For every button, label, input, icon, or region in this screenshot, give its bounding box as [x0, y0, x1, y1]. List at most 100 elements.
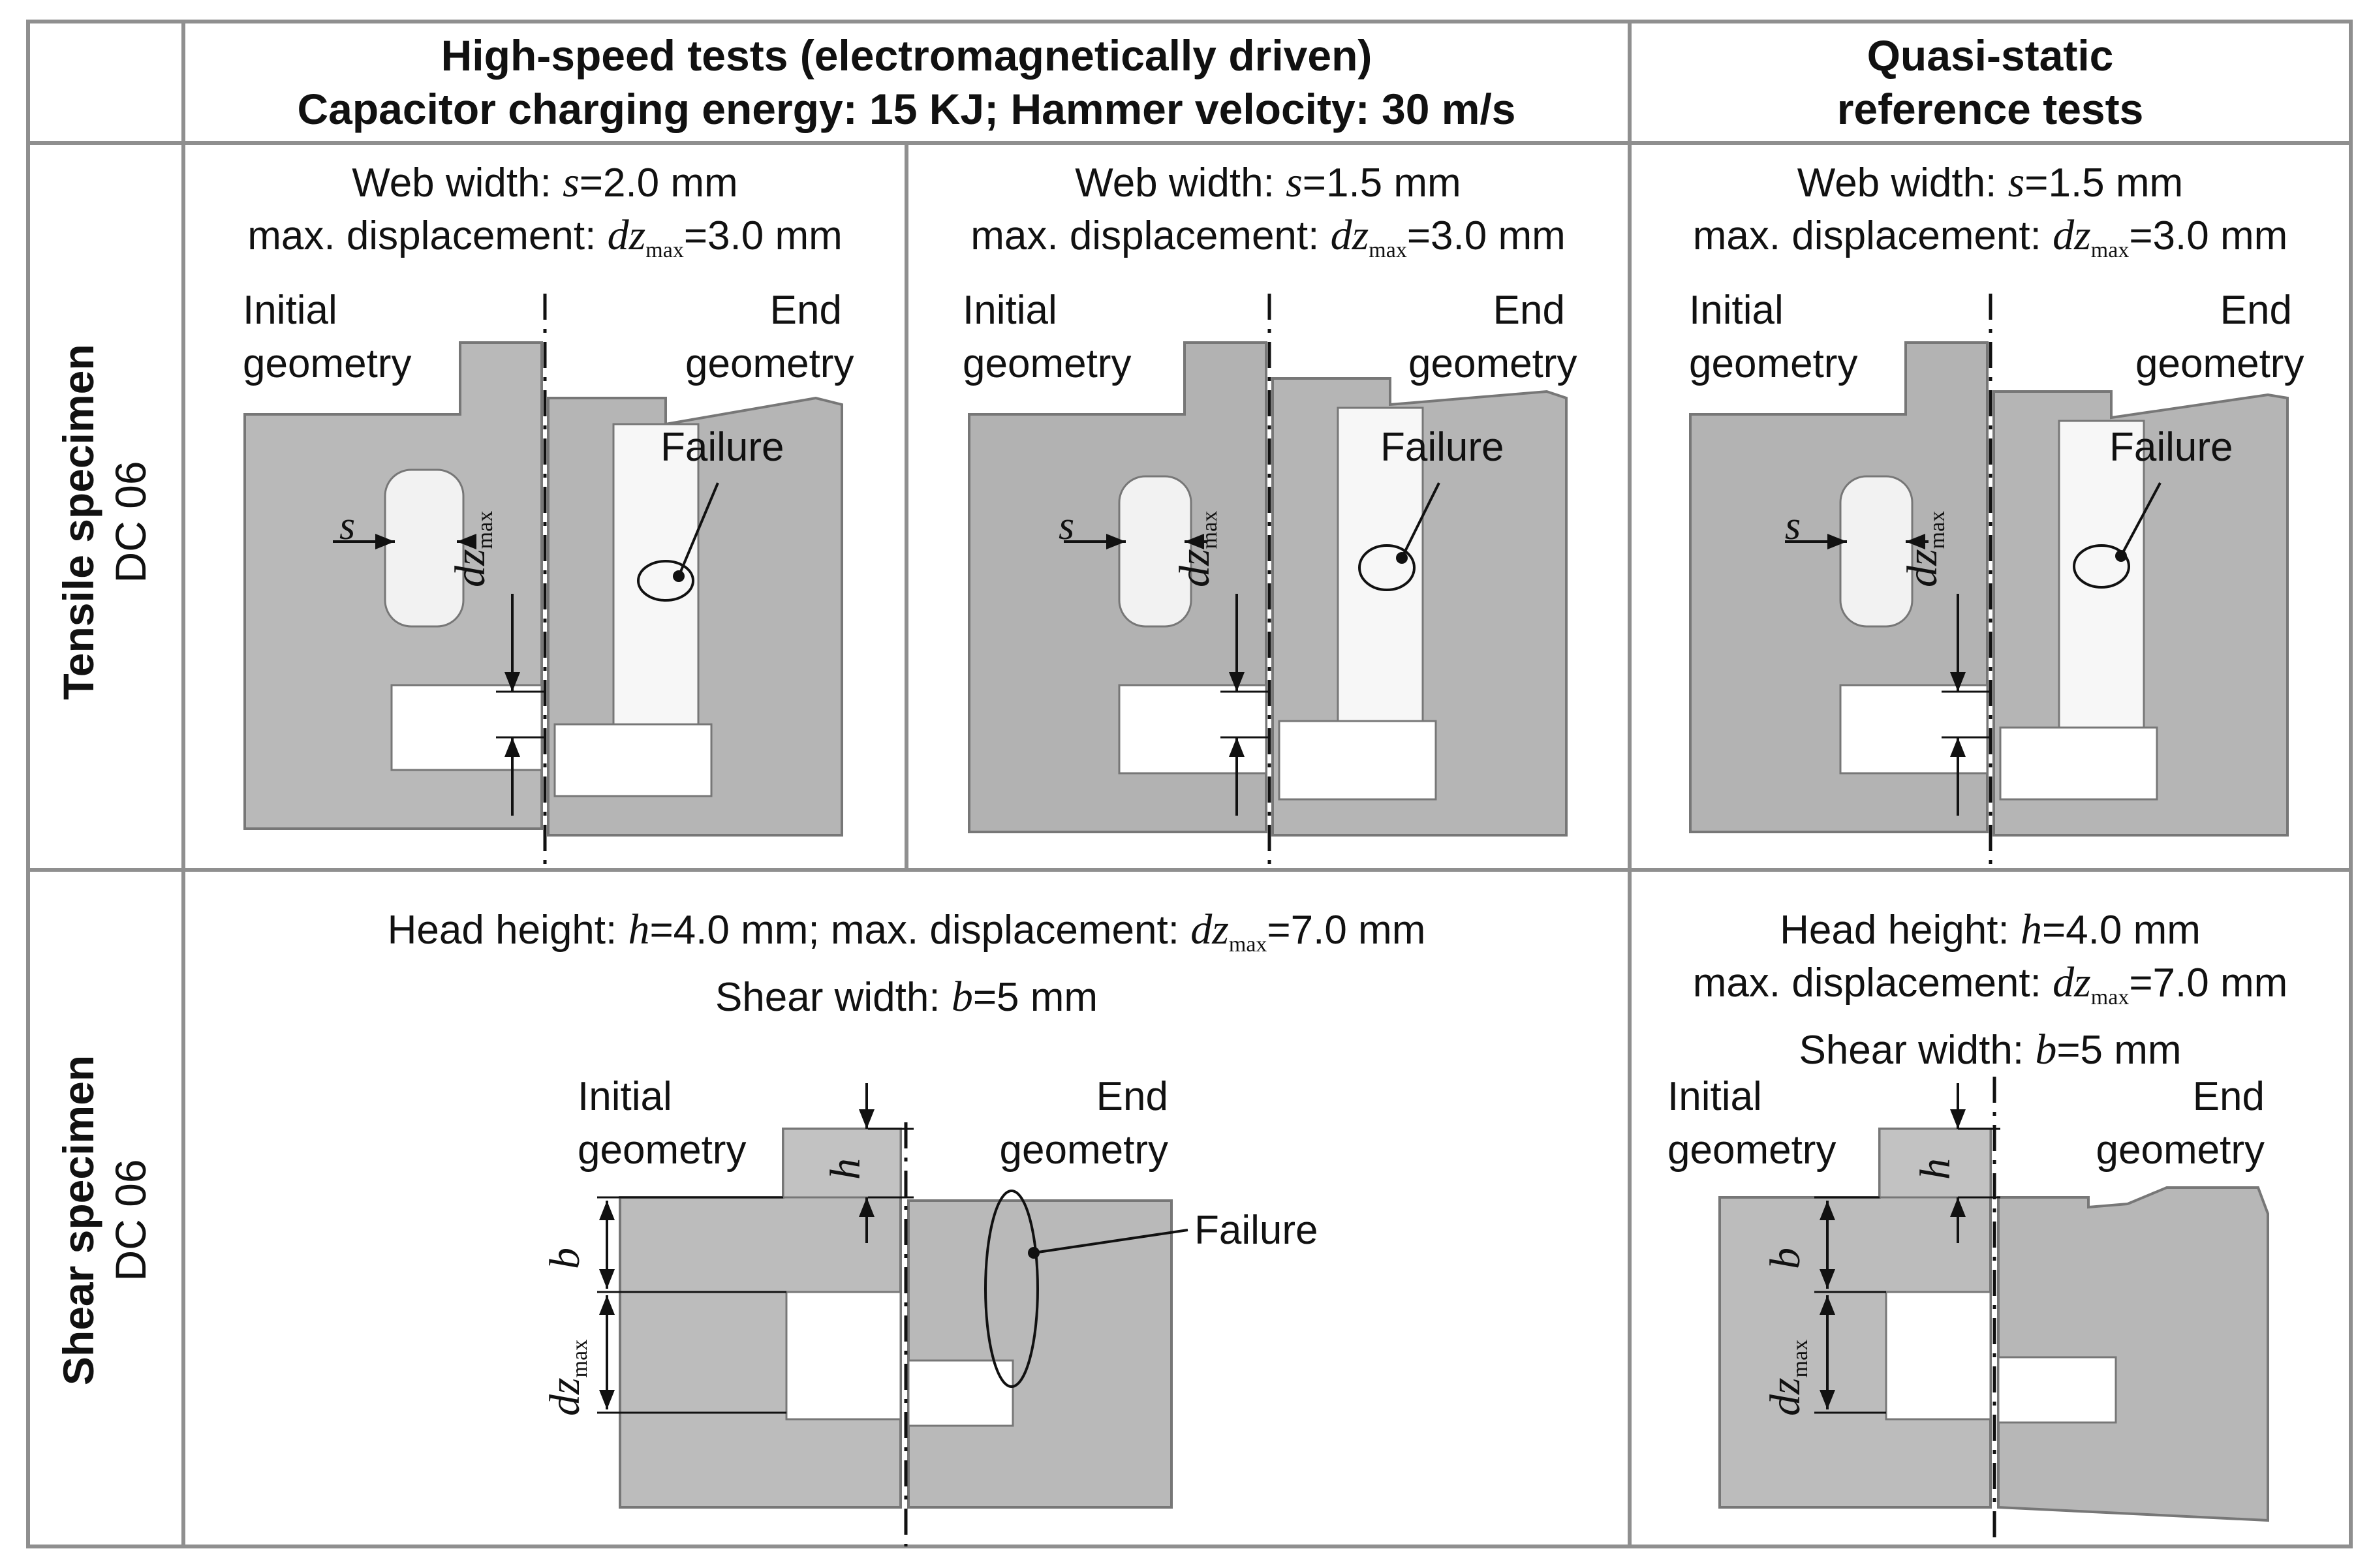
shear-quasi-l2-sub: max [2090, 985, 2130, 1009]
header-high-speed-line2: Capacitor charging energy: 15 KJ; Hammer… [297, 85, 1516, 133]
tensile-p3-initial-l2: geometry [1689, 341, 1858, 386]
tensile-p3-web-line: Web width: s=1.5 mm [1632, 157, 2349, 209]
tensile-p1-specimen [243, 294, 843, 868]
shear-high-end-l1: End [1096, 1074, 1168, 1119]
shear-high-initial-label: Initial geometry [578, 1070, 746, 1177]
shear-high-end-label: End geometry [972, 1070, 1168, 1177]
shear-high-l1-sub: max [1228, 932, 1267, 957]
header-high-speed-line1: High-speed tests (electromagnetically dr… [441, 31, 1372, 80]
row-label-shear-line2: DC 06 [106, 1159, 155, 1282]
tensile-p1-disp-symbol: dz [607, 211, 646, 259]
shear-quasi-dim-dz-sub: max [1788, 1339, 1812, 1378]
tensile-p2-dim-s: s [1059, 504, 1075, 548]
tensile-p2-caption: Web width: s=1.5 mm max. displacement: d… [908, 157, 1628, 277]
tensile-p3-dim-s: s [1785, 504, 1801, 548]
tensile-p1-dim-s: s [339, 504, 356, 548]
row-label-shear-line1: Shear specimen [54, 1054, 102, 1386]
shear-high-l1-sym2: dz [1190, 906, 1229, 953]
tensile-p3-dim-dz: dzmax [1896, 511, 1964, 587]
row-label-tensile-line2: DC 06 [106, 461, 155, 583]
tensile-p1-dim-dz-text: dz [446, 549, 494, 587]
tensile-p3-caption: Web width: s=1.5 mm max. displacement: d… [1632, 157, 2349, 277]
tensile-p2-dim-dz-text: dz [1171, 549, 1218, 587]
tensile-p3-web-prefix: Web width: [1797, 161, 2008, 206]
tensile-p2-end-label: End geometry [1408, 284, 1577, 391]
shear-high-initial-l1: Initial [578, 1074, 672, 1119]
tensile-p1-end-l1: End [769, 288, 842, 333]
tensile-p2-initial-label: Initial geometry [963, 284, 1131, 391]
header-quasi-line2: reference tests [1836, 85, 2144, 133]
tensile-p1-failure-label: Failure [660, 425, 784, 470]
tensile-p1-end-l2: geometry [685, 341, 854, 386]
shear-quasi-dim-dz: dzmax [1759, 1340, 1827, 1416]
shear-high-line2: Shear width: b=5 mm [185, 971, 1628, 1024]
grid-outer-left [26, 20, 30, 1548]
shear-high-caption: Head height: h=4.0 mm; max. displacement… [185, 904, 1628, 1024]
shear-quasi-l2-sym: dz [2053, 959, 2091, 1006]
shear-quasi-line3: Shear width: b=5 mm [1632, 1024, 2349, 1077]
tensile-p1-disp-value: =3.0 mm [683, 213, 843, 258]
grid-col-quasi [1628, 20, 1632, 1548]
tensile-p1-dim-dz-sub: max [473, 510, 497, 549]
row-label-shear: Shear specimen DC 06 [52, 966, 157, 1475]
shear-quasi-l1-sym: h [2020, 906, 2042, 953]
tensile-p2-disp-value: =3.0 mm [1406, 213, 1566, 258]
shear-quasi-specimen [1718, 1077, 2269, 1546]
shear-high-dim-dz: dzmax [538, 1340, 607, 1416]
tensile-p1-web-symbol: s [563, 159, 580, 206]
shear-high-l2-val: =5 mm [972, 975, 1098, 1020]
shear-high-dim-dz-text: dz [541, 1377, 589, 1416]
shear-quasi-end-l2: geometry [2096, 1128, 2265, 1173]
shear-high-initial-l2: geometry [578, 1128, 747, 1173]
shear-high-dim-h: h [819, 1158, 873, 1180]
grid-header-bottom [26, 141, 2353, 145]
tensile-p2-disp-sub: max [1369, 238, 1407, 262]
shear-quasi-l2-prefix: max. displacement: [1692, 961, 2053, 1006]
tensile-p3-dim-dz-sub: max [1925, 510, 1949, 549]
tensile-p1-initial-l1: Initial [243, 288, 337, 333]
tensile-p2-initial-l2: geometry [963, 341, 1132, 386]
shear-quasi-caption: Head height: h=4.0 mm max. displacement:… [1632, 904, 2349, 1077]
tensile-p2-disp-line: max. displacement: dzmax=3.0 mm [908, 209, 1628, 277]
tensile-p1-end-label: End geometry [685, 284, 854, 391]
tensile-p3-dim-dz-text: dz [1898, 549, 1946, 587]
shear-quasi-end-l1: End [2192, 1074, 2265, 1119]
tensile-p3-web-value: =1.5 mm [2024, 161, 2184, 206]
shear-high-l1-prefix: Head height: [387, 908, 628, 953]
shear-high-dim-h-text: h [822, 1158, 869, 1180]
grid-outer-top [26, 20, 2353, 23]
tensile-p3-end-l1: End [2220, 288, 2292, 333]
shear-quasi-l3-prefix: Shear width: [1799, 1028, 2036, 1073]
tensile-p3-disp-sub: max [2090, 238, 2130, 262]
tensile-p3-disp-line: max. displacement: dzmax=3.0 mm [1632, 209, 2349, 277]
tensile-p1-disp-prefix: max. displacement: [247, 213, 608, 258]
shear-quasi-line1: Head height: h=4.0 mm [1632, 904, 2349, 957]
tensile-p2-initial-l1: Initial [963, 288, 1057, 333]
tensile-p1-web-line: Web width: s=2.0 mm [185, 157, 905, 209]
shear-high-l2-prefix: Shear width: [715, 975, 952, 1020]
tensile-p1-initial-label: Initial geometry [243, 284, 411, 391]
tensile-p3-initial-l1: Initial [1689, 288, 1784, 333]
tensile-p1-initial-l2: geometry [243, 341, 412, 386]
shear-high-dim-b: b [538, 1248, 593, 1269]
tensile-p3-end-label: End geometry [2135, 284, 2304, 391]
tensile-p2-web-value: =1.5 mm [1302, 161, 1461, 206]
header-quasi-line1: Quasi-static [1867, 31, 2114, 80]
tensile-p2-web-line: Web width: s=1.5 mm [908, 157, 1628, 209]
shear-quasi-l1-val: =4.0 mm [2041, 908, 2201, 953]
tensile-p3-disp-value: =3.0 mm [2129, 213, 2288, 258]
shear-quasi-end-label: End geometry [2069, 1070, 2265, 1177]
shear-high-specimen [597, 1083, 1188, 1546]
shear-quasi-l3-val: =5 mm [2056, 1028, 2182, 1073]
shear-high-dim-dz-sub: max [568, 1339, 592, 1378]
tensile-p3-initial-label: Initial geometry [1689, 284, 1857, 391]
shear-high-failure-label: Failure [1194, 1208, 1318, 1253]
shear-quasi-dim-h-text: h [1912, 1158, 1959, 1180]
shear-high-end-l2: geometry [999, 1128, 1168, 1173]
tensile-p2-dim-dz-sub: max [1198, 510, 1222, 549]
tensile-p1-web-prefix: Web width: [352, 161, 563, 206]
grid-col-label [181, 20, 185, 1548]
header-quasi-static: Quasi-static reference tests [1632, 29, 2349, 136]
tensile-p3-failure-label: Failure [2109, 425, 2233, 470]
